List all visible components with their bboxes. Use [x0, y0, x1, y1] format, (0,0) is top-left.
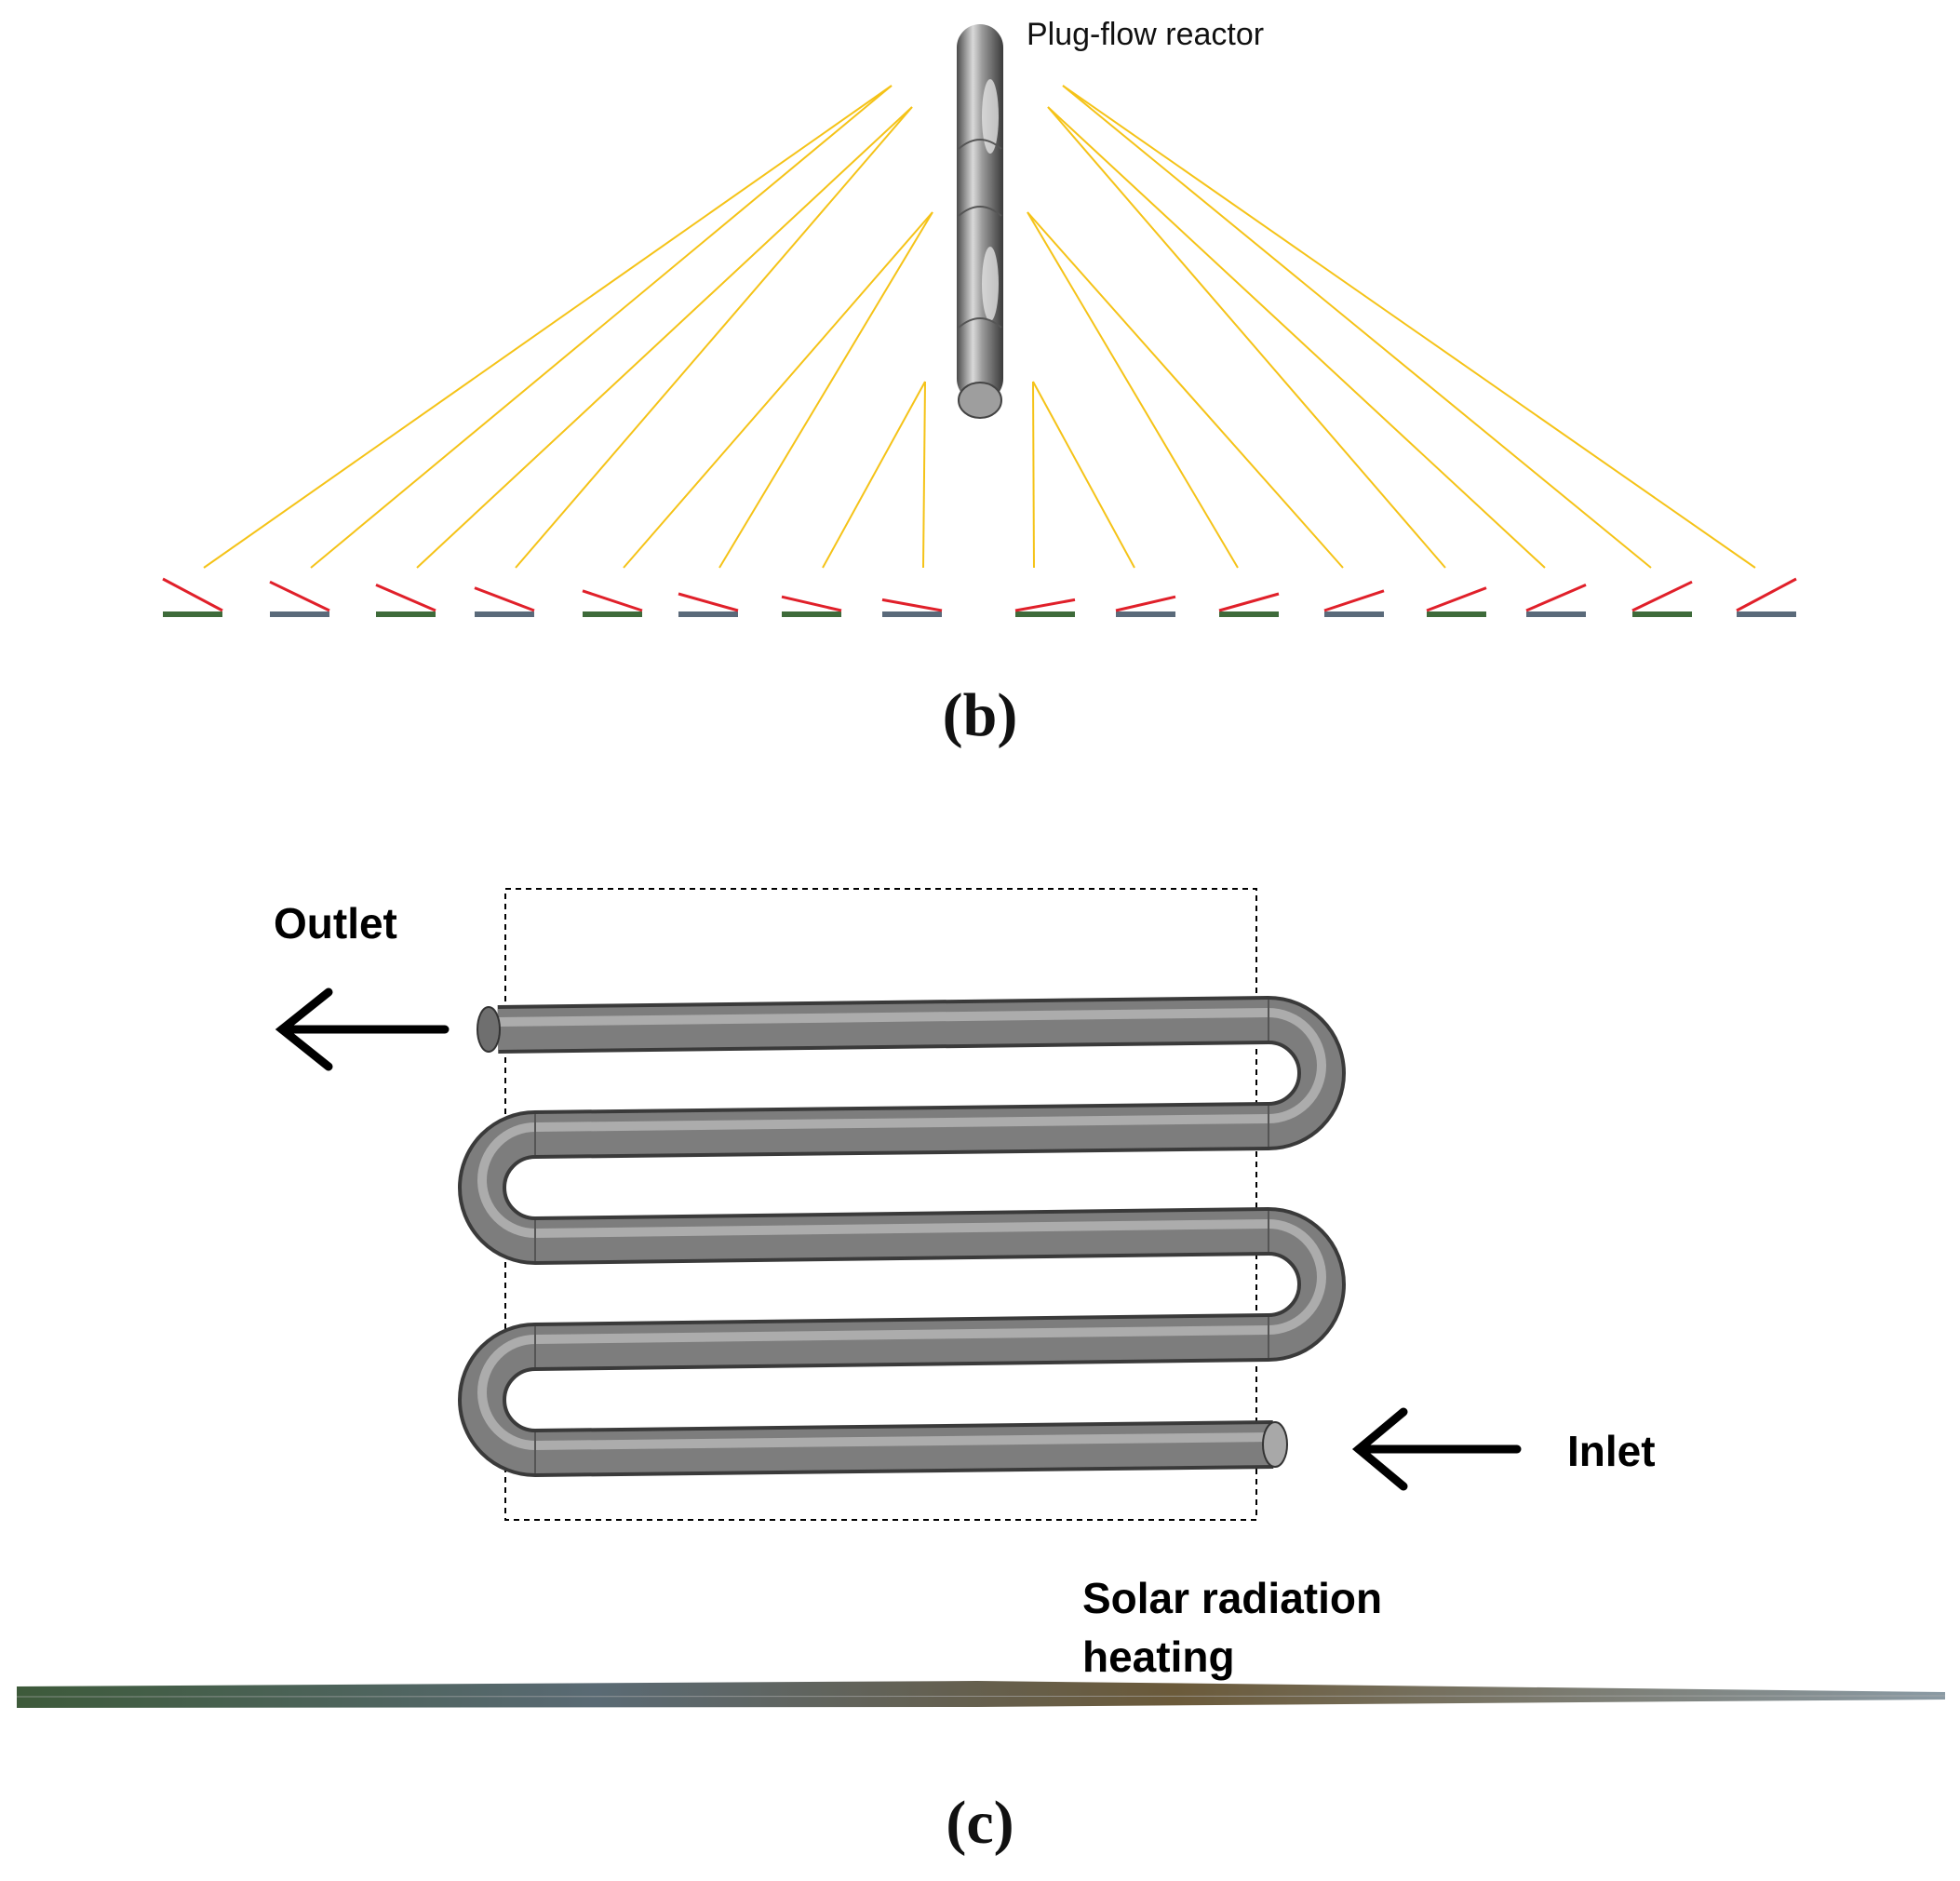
reflected-ray: [1047, 106, 1446, 569]
reflected-ray: [1032, 381, 1135, 569]
heliostat-base: [1015, 611, 1075, 617]
heliostat-base: [1632, 611, 1692, 617]
heliostat-mirror: [781, 595, 842, 612]
heliostat-mirror: [474, 586, 535, 612]
reflected-ray: [1047, 106, 1546, 569]
heliostat-base: [163, 611, 222, 617]
heliostat-mirror: [375, 584, 436, 612]
heliostat-mirror: [1115, 595, 1176, 612]
heliostat-base: [782, 611, 841, 617]
reflected-ray: [718, 211, 933, 569]
outlet-label: Outlet: [274, 899, 397, 947]
reflected-ray: [623, 211, 933, 569]
heliostat-base: [475, 611, 534, 617]
reflected-ray: [822, 381, 926, 569]
heliostat-base: [1427, 611, 1486, 617]
caption-c: (c): [946, 1789, 1014, 1857]
heliostat-base: [376, 611, 436, 617]
panel-b: Plug-flow reactor (b): [162, 17, 1797, 749]
reflected-ray: [1027, 211, 1239, 569]
reflected-ray: [416, 106, 913, 569]
reflected-ray: [1032, 381, 1035, 569]
heliostat-base: [1219, 611, 1279, 617]
heliostat-base: [1324, 611, 1384, 617]
heliostat-base: [678, 611, 738, 617]
heliostat-field-edge: [17, 1681, 1945, 1708]
inlet-arrow: [1351, 1407, 1522, 1491]
heliostat-base: [270, 611, 329, 617]
serpentine-reactor-tube: [458, 995, 1346, 1478]
heliostat-mirror: [162, 577, 223, 612]
reflected-ray: [922, 381, 926, 569]
sun-rays: [203, 85, 1756, 569]
solar-heating-label: heating: [1082, 1632, 1235, 1681]
plug-flow-reactor-tube: [957, 24, 1003, 419]
heliostat-base: [1526, 611, 1586, 617]
heliostat-base: [1737, 611, 1796, 617]
reflected-ray: [1062, 85, 1652, 569]
heliostat-field: [162, 577, 1797, 617]
inlet-label: Inlet: [1567, 1427, 1656, 1475]
panel-c: Outlet Inlet Solar radiation heating (c): [16, 888, 1946, 1857]
solar-radiation-label: Solar radiation: [1082, 1574, 1382, 1622]
heliostat-mirror: [1323, 589, 1385, 612]
reflected-ray: [515, 106, 913, 569]
reflected-ray: [310, 85, 893, 569]
heliostat-mirror: [1631, 580, 1693, 612]
heliostat-mirror: [1525, 584, 1587, 612]
reflected-ray: [1027, 211, 1344, 569]
reflected-ray: [1062, 85, 1756, 569]
heliostat-mirror: [269, 580, 330, 612]
heliostat-mirror: [678, 592, 739, 612]
heliostat-base: [1116, 611, 1175, 617]
heliostat-base: [882, 611, 942, 617]
outlet-arrow: [275, 988, 450, 1071]
heliostat-mirror: [881, 598, 943, 612]
heliostat-mirror: [1014, 598, 1076, 612]
heliostat-mirror: [1426, 586, 1487, 612]
heliostat-mirror: [1736, 577, 1797, 612]
heliostat-base: [583, 611, 642, 617]
reflected-ray: [203, 85, 893, 569]
reactor-label: Plug-flow reactor: [1027, 17, 1264, 52]
heliostat-mirror: [1218, 592, 1280, 612]
heliostat-mirror: [582, 589, 643, 612]
inlet-tube-end: [1262, 1421, 1288, 1468]
caption-b: (b): [943, 681, 1018, 749]
outlet-tube-end: [477, 1006, 501, 1053]
